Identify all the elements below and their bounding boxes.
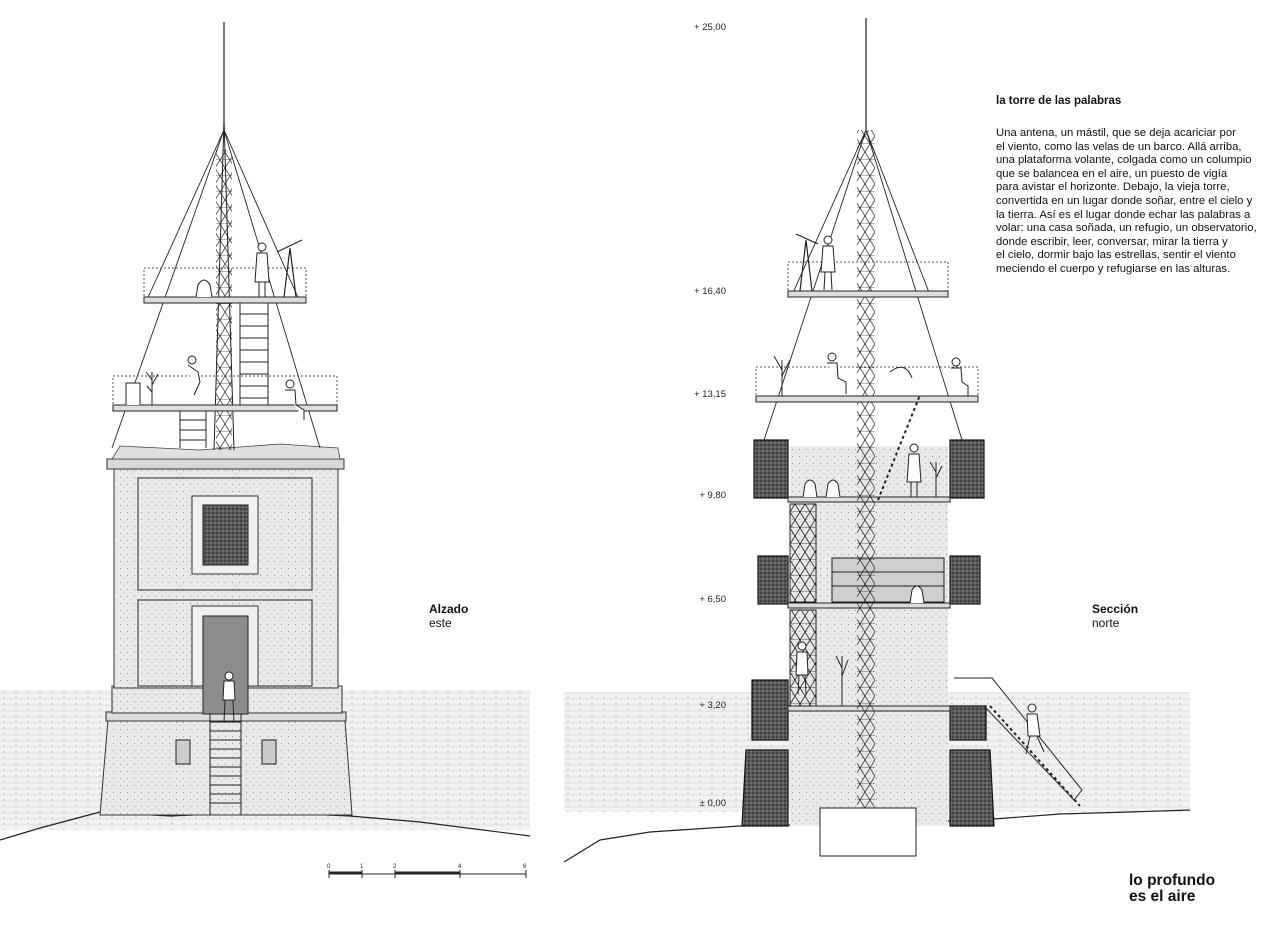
level-label: + 6,50 bbox=[699, 594, 726, 605]
level-label: + 13,15 bbox=[694, 389, 726, 400]
chair-icon bbox=[802, 479, 925, 604]
lower-platform bbox=[112, 375, 338, 412]
door-opening bbox=[202, 615, 249, 715]
level-label: + 16,40 bbox=[694, 286, 726, 297]
foundation-block bbox=[819, 807, 917, 857]
text-line: el viento, como las velas de un barco. A… bbox=[996, 140, 1242, 153]
section-walls bbox=[741, 439, 995, 827]
scale-bar bbox=[328, 870, 527, 878]
section-subtitle: norte bbox=[1092, 616, 1120, 630]
person-figure bbox=[827, 352, 847, 394]
text-line: volar: una casa soñada, un refugio, un o… bbox=[996, 222, 1257, 235]
person-figure bbox=[222, 671, 236, 723]
scale-tick-label: 0 bbox=[327, 864, 331, 870]
scale-tick-label: 2 bbox=[393, 864, 397, 870]
slogan: lo profundo es el aire bbox=[1129, 873, 1215, 905]
person-figure bbox=[951, 357, 969, 396]
person-figure bbox=[285, 379, 305, 420]
person-figure bbox=[795, 641, 809, 695]
slogan-line-1: lo profundo bbox=[1129, 872, 1216, 889]
level-label: + 9,80 bbox=[699, 490, 726, 501]
person-figure bbox=[254, 242, 270, 297]
ladder-upper bbox=[239, 303, 269, 406]
text-body: Una antena, un mástil, que se deja acari… bbox=[996, 127, 1268, 277]
exterior-stair bbox=[954, 677, 1083, 807]
scale-tick-label: 4 bbox=[458, 864, 462, 870]
level-label: ± 0,00 bbox=[699, 798, 726, 809]
level-label: + 3,20 bbox=[699, 700, 726, 711]
elevation-subtitle: este bbox=[429, 616, 452, 630]
text-line: donde escribir, leer, conversar, mirar l… bbox=[996, 235, 1228, 248]
section-drawing bbox=[563, 18, 1191, 863]
telescope-icon bbox=[795, 233, 819, 292]
text-line: Una antena, un mástil, que se deja acari… bbox=[996, 127, 1236, 139]
guy-cables bbox=[111, 129, 321, 449]
text-line: convertida en un lugar donde soñar, entr… bbox=[996, 194, 1253, 207]
text-title: la torre de las palabras bbox=[996, 95, 1122, 107]
lower-platform bbox=[755, 366, 979, 403]
elevation-drawing bbox=[0, 22, 531, 878]
ladder-lower bbox=[179, 411, 207, 448]
entrance-ladder bbox=[209, 714, 242, 815]
window-upper bbox=[202, 504, 249, 566]
plant-icon bbox=[773, 355, 943, 706]
text-line: la tierra. Así es el lugar donde echar l… bbox=[996, 208, 1251, 221]
person-figure bbox=[906, 443, 922, 497]
upper-platform bbox=[143, 267, 307, 304]
guy-cables bbox=[763, 129, 963, 441]
chair-icon bbox=[125, 279, 213, 405]
section-title: Sección bbox=[1092, 602, 1139, 616]
scale-tick-label: 1 bbox=[360, 864, 364, 870]
text-line: para avistar el horizonte. Debajo, la vi… bbox=[996, 181, 1230, 194]
diagonal-ladder bbox=[877, 394, 921, 501]
text-line: el cielo, dormir bajo las estrellas, sen… bbox=[996, 249, 1236, 262]
level-label: + 25,00 bbox=[694, 22, 726, 33]
telescope-icon bbox=[276, 239, 303, 298]
plant-icon bbox=[145, 371, 159, 405]
bookshelf bbox=[831, 557, 945, 603]
slogan-line-2: es el aire bbox=[1129, 888, 1196, 905]
text-line: que se balancea en el aire, un puesto de… bbox=[996, 167, 1228, 180]
person-figure bbox=[820, 235, 836, 291]
upper-platform bbox=[787, 261, 949, 298]
text-line: meciendo el cuerpo y refugiarse en las a… bbox=[996, 262, 1231, 275]
scale-tick-label: 6 bbox=[523, 864, 527, 870]
elevation-title: Alzado bbox=[429, 602, 469, 616]
person-figure bbox=[1025, 703, 1045, 755]
person-figure bbox=[187, 355, 201, 396]
text-line: una plataforma volante, colgada como un … bbox=[996, 154, 1252, 167]
